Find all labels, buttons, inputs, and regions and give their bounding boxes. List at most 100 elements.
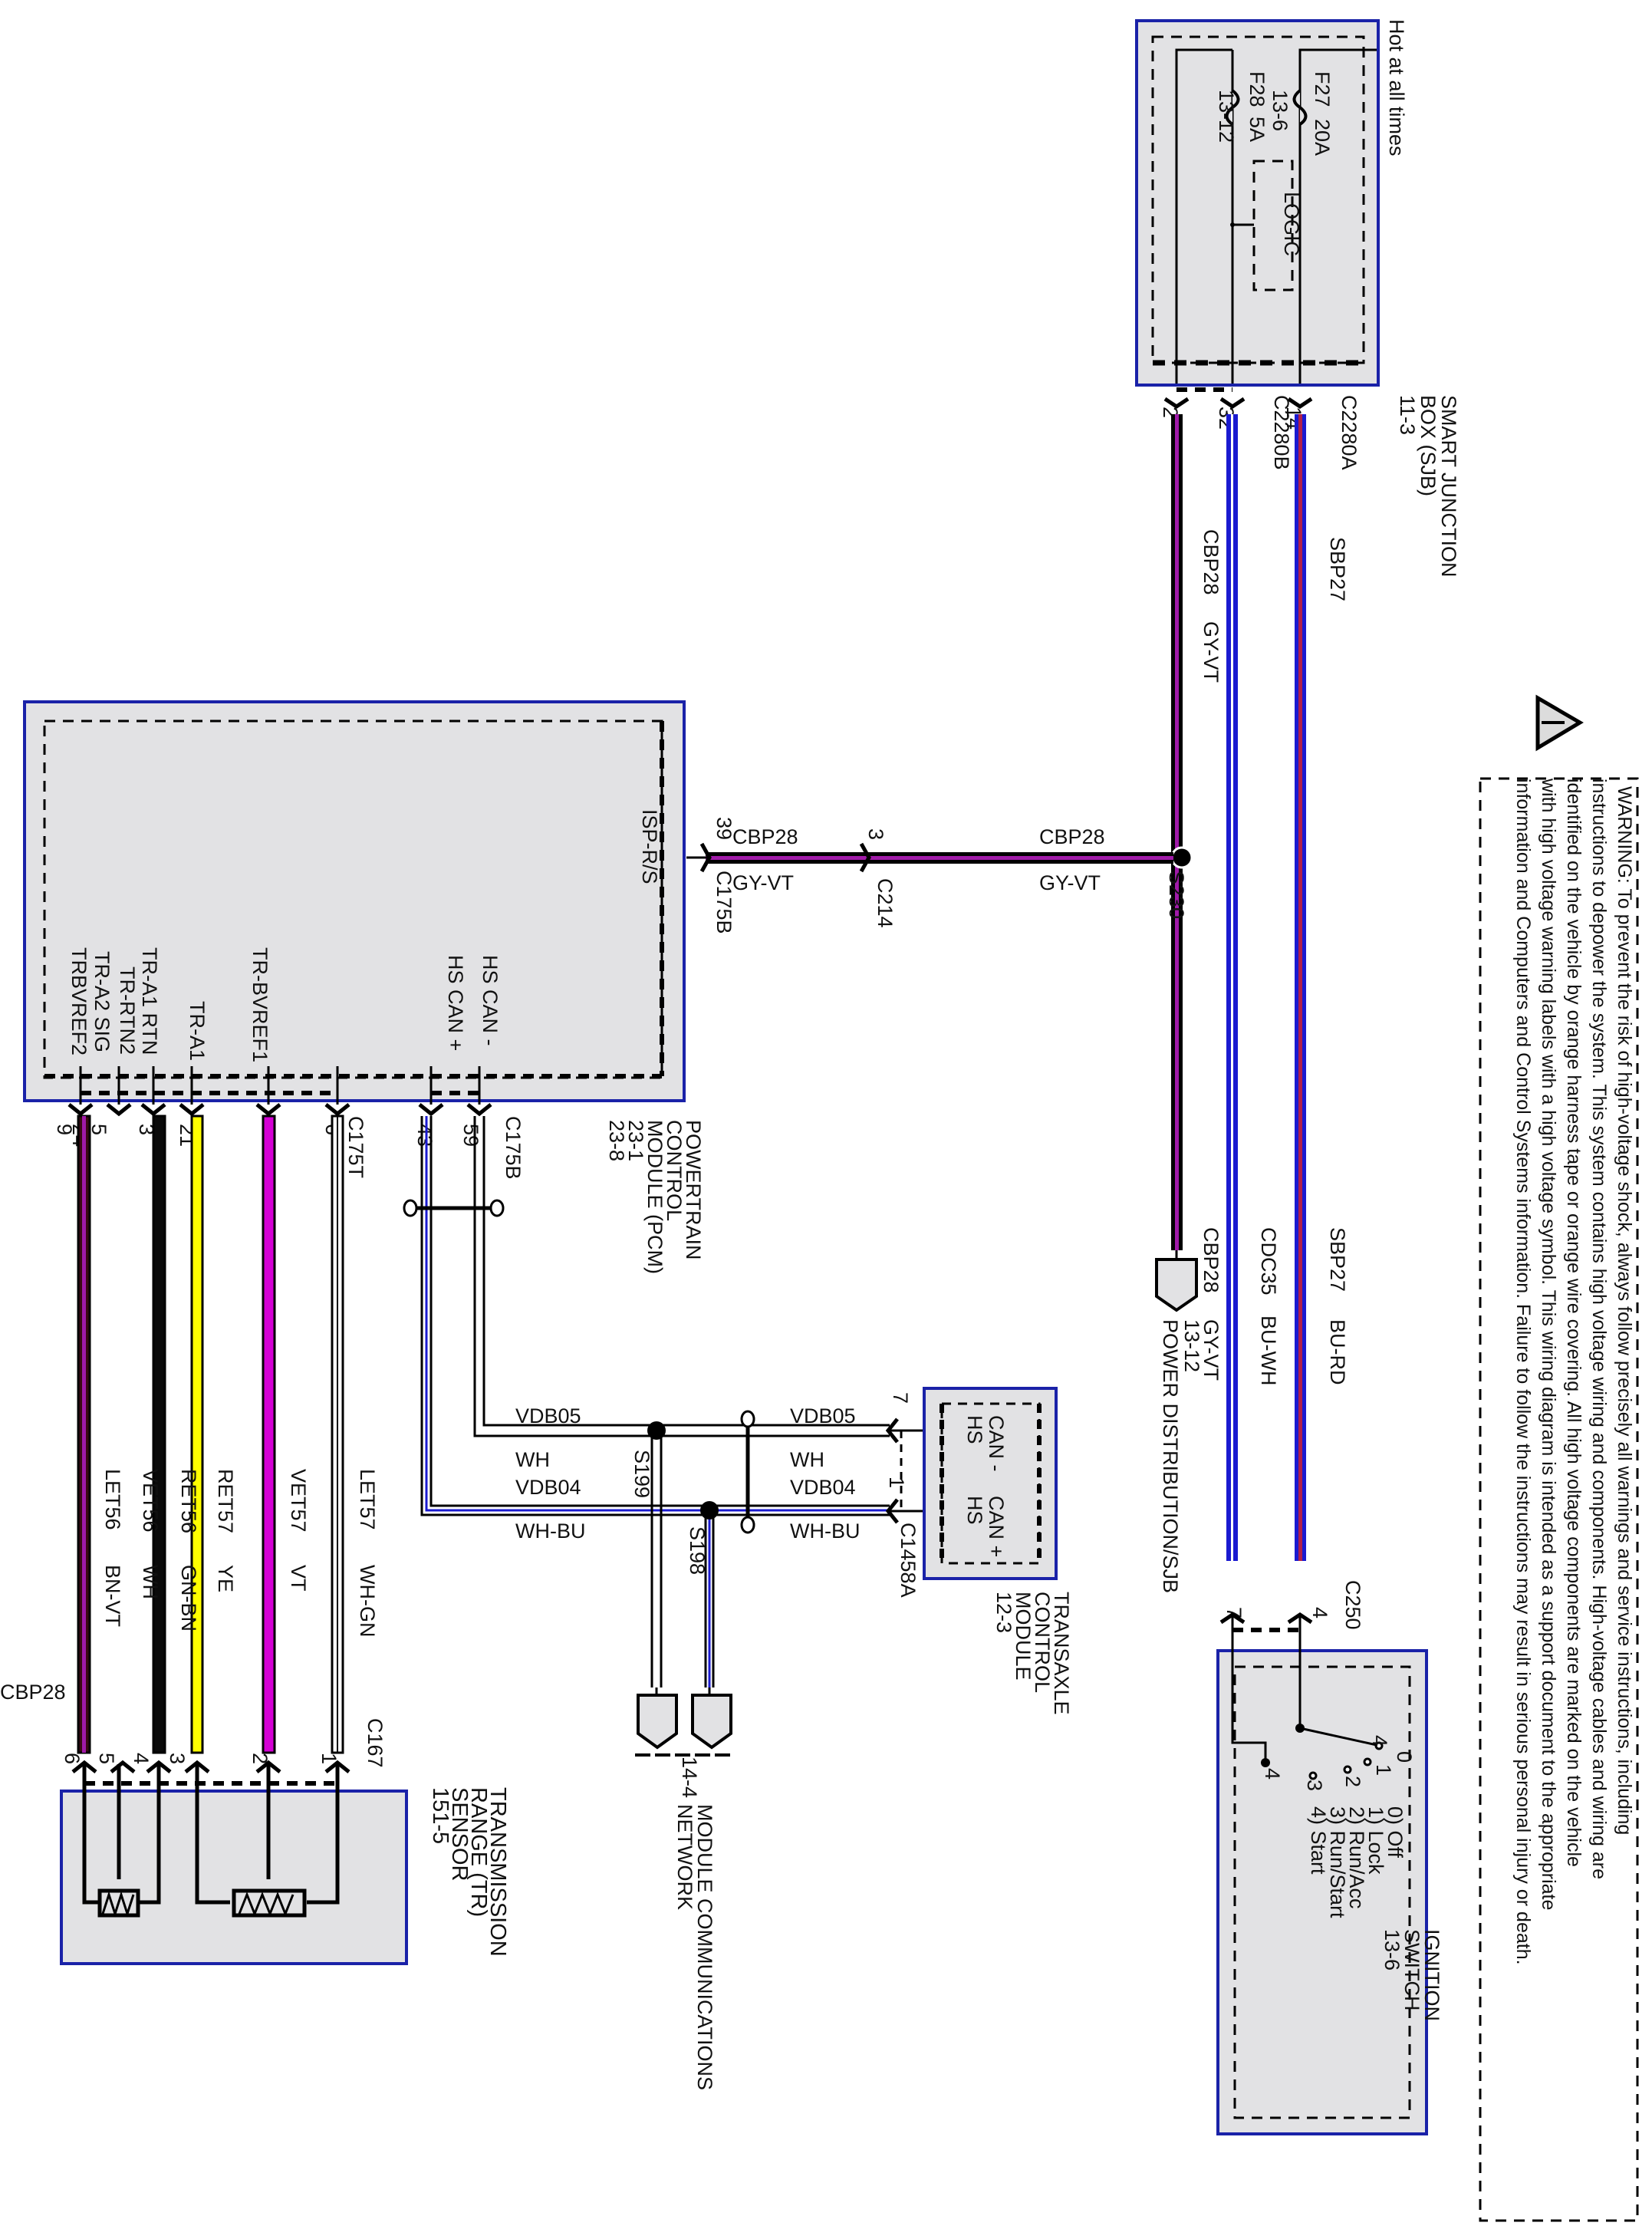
- switch-contact-3: [1308, 1771, 1318, 1780]
- pcm-pin-tr-a2-sig: TR-A2 SIG: [90, 951, 114, 1052]
- tcm-hs-minus: HS: [963, 1415, 986, 1444]
- pcm-pin-tr-rtn2: TR-RTN2: [116, 966, 139, 1055]
- ignition-pin-4: 4: [1308, 1607, 1331, 1618]
- legend-lock: 1) Lock: [1364, 1806, 1387, 1875]
- sjb-name-line-3: 11-3: [1396, 395, 1419, 435]
- fuse-f28-label: F28: [1246, 71, 1269, 107]
- wire-color: GY-VT: [1200, 1319, 1223, 1381]
- connector-c214-icon: [859, 842, 871, 873]
- tr-name-4: 151-5: [428, 1787, 452, 1844]
- pcm-name-3: MODULE (PCM): [643, 1120, 666, 1274]
- pcm-connector-pins: [67, 1103, 492, 1117]
- switch-contact-0: [1374, 1741, 1384, 1750]
- wire-label: LET56: [101, 1469, 124, 1530]
- warning-line-1: WARNING: To prevent the risk of high-vol…: [1614, 786, 1635, 1835]
- tcm-name-4: 12-3: [992, 1592, 1015, 1633]
- cbp28-h2-color: GY-VT: [1039, 871, 1101, 894]
- ignition-name-3: 13-6: [1381, 1929, 1404, 1971]
- tcm-name-1: TRANSAXLE: [1050, 1592, 1073, 1715]
- wire-color: BU-RD: [1326, 1319, 1349, 1385]
- pcm-pin-9: 9: [53, 1124, 76, 1135]
- connector-c1458a: C1458A: [897, 1523, 920, 1598]
- pcm-pin-43: 43: [413, 1124, 436, 1147]
- page-ref-arrow-icon: [1155, 1258, 1198, 1312]
- wire-label: CBP28: [1200, 1227, 1223, 1293]
- isp-rs-pin-label: ISP-R/S: [638, 809, 661, 884]
- wire-label: VET56: [139, 1469, 162, 1533]
- pcm-pin-tr-a1: TR-A1: [186, 1001, 209, 1061]
- switch-contact-2: [1343, 1765, 1352, 1774]
- power-distribution-ref: 13-12 POWER DISTRIBUTION/SJB: [1155, 1250, 1203, 1593]
- smart-junction-box: LOGIC F27 20A 13-6 F28 5A 13-12 Hot at a…: [1135, 19, 1460, 578]
- splice-s230: S230: [1165, 846, 1193, 919]
- pcm-pin-tr-bvref1: TR-BVREF1: [248, 947, 271, 1062]
- splice-s198: S198: [686, 1501, 719, 1575]
- can-bus-wiring: [403, 1116, 890, 1687]
- vdb04-left-color: WH-BU: [515, 1520, 585, 1543]
- tcm-pin-7: 7: [889, 1392, 912, 1404]
- wire-label: CBP28: [0, 1681, 66, 1704]
- power-dist-ref: 13-12: [1180, 1319, 1203, 1372]
- wire-label: SBP27: [1326, 537, 1349, 601]
- warning-line-4: with high voltage warning labels with a …: [1538, 778, 1559, 1910]
- wire-color: GN-BN: [177, 1565, 200, 1632]
- tcm-name-3: MODULE: [1012, 1592, 1035, 1681]
- pcm-pin-59: 59: [459, 1124, 482, 1147]
- logic-label: LOGIC: [1280, 192, 1303, 256]
- splice-label: S199: [630, 1450, 653, 1498]
- wire-color: BN-VT: [101, 1565, 124, 1627]
- wire-cdc35: CDC35 BU-WH: [1226, 414, 1280, 1561]
- wire-color: YE: [214, 1565, 237, 1592]
- pcm-name-4: 23-1: [624, 1120, 647, 1161]
- tcm-hs-plus: HS: [963, 1496, 986, 1525]
- tr-pin-2: 2: [248, 1753, 271, 1764]
- network-ref: 14-4: [678, 1757, 701, 1798]
- fuse-f27-label: F27: [1311, 71, 1334, 107]
- cbp28-h1-circuit: CBP28: [732, 825, 798, 848]
- tr-wire-let56: LET56 BN-VT: [77, 1115, 124, 1754]
- fuse-f28-icon: [1225, 89, 1240, 126]
- wire-color: VT: [287, 1565, 310, 1592]
- warning-block: WARNING: To prevent the risk of high-vol…: [1479, 694, 1639, 2222]
- tr-pin-3: 3: [166, 1753, 189, 1764]
- tcm-can-minus: CAN -: [985, 1415, 1008, 1472]
- wire-label: VET57: [287, 1469, 310, 1533]
- tr-name-3: SENSOR: [447, 1787, 472, 1881]
- connector-c2280b: C2280B: [1270, 395, 1293, 470]
- splice-label: S198: [686, 1526, 709, 1575]
- sjb-name-line-1: SMART JUNCTION: [1437, 395, 1460, 578]
- switch-pos-0: 0: [1393, 1751, 1416, 1763]
- c214-pin: 3: [864, 828, 887, 840]
- vdb04-right-circuit: VDB04: [790, 1476, 856, 1499]
- warning-frame: [1479, 777, 1639, 2222]
- fuse-f27-icon: [1292, 89, 1308, 126]
- fuse-f27-rating: 20A: [1311, 119, 1334, 156]
- wire-label: LET57: [356, 1469, 379, 1530]
- c175b-pin-39: 39: [712, 817, 736, 840]
- wire-color: WH-GN: [356, 1565, 379, 1637]
- wire-label: SBP27: [1326, 1227, 1349, 1292]
- pcm-pin-trbvref2: TRBVREF2: [67, 947, 90, 1055]
- wire-label: CDC35: [1257, 1227, 1280, 1296]
- fuse-f27-ref: 13-6: [1269, 90, 1292, 131]
- tcm-can-plus: CAN +: [985, 1496, 1008, 1557]
- c214-label: C214: [874, 878, 897, 928]
- ignition-name-1: IGNITION: [1420, 1929, 1443, 2021]
- connector-pin-icon: [1163, 397, 1313, 410]
- page-ref-arrow-icon: [691, 1694, 732, 1750]
- c175b-isp-connector: C175B: [712, 871, 736, 934]
- wire-color: WH: [139, 1565, 162, 1599]
- tr-wire-vet56: VET56 WH: [139, 1469, 162, 1599]
- switch-pos-2: 2: [1341, 1776, 1364, 1787]
- vdb05-left-circuit: VDB05: [515, 1404, 581, 1427]
- switch-contact-1: [1363, 1757, 1372, 1767]
- tr-name-2: RANGE (TR): [466, 1787, 491, 1917]
- cbp28-h2-circuit: CBP28: [1039, 825, 1105, 848]
- legend-run-start: 3) Run/Start: [1326, 1806, 1349, 1918]
- ignition-switch: C250 4 7 0 1 2 3 4 4 0) Off 1) Lock 2) R…: [1216, 1580, 1443, 2135]
- wire-label: RET57: [214, 1469, 237, 1533]
- vdb05-right-circuit: VDB05: [790, 1404, 856, 1427]
- wire-sbp27: SBP27 SBP27 BU-RD: [1295, 414, 1349, 1561]
- switch-out-pin: 4: [1261, 1768, 1284, 1780]
- cbp28-h1-color: GY-VT: [732, 871, 794, 894]
